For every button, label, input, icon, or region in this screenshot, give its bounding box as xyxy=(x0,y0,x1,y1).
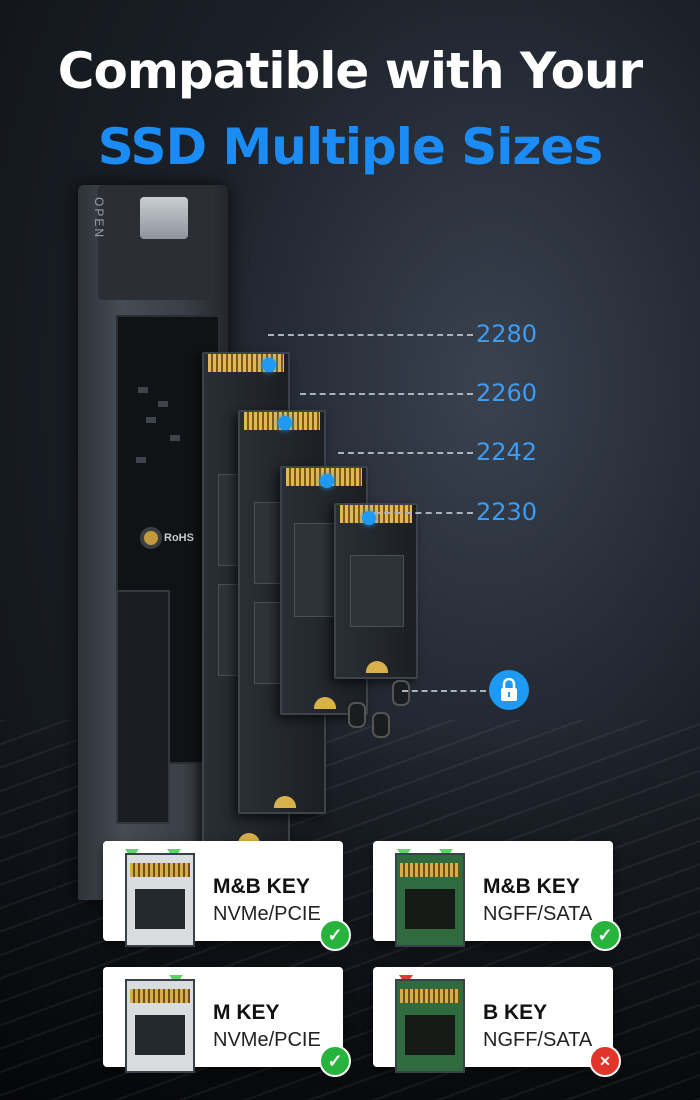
check-icon: ✓ xyxy=(319,919,351,951)
usb-c-port xyxy=(140,197,188,239)
card-m-key-nvme: M KEY NVMe/PCIE ✓ xyxy=(103,967,351,1077)
size-marker-2260 xyxy=(278,416,292,430)
interface-type: NVMe/PCIE xyxy=(213,1029,321,1051)
ssd-thumbnail xyxy=(125,979,195,1073)
interface-type: NGFF/SATA xyxy=(483,1029,593,1051)
spare-screw xyxy=(348,702,366,728)
ssd-thumbnail xyxy=(395,979,465,1073)
size-marker-2242 xyxy=(320,474,334,488)
leader-line-lock xyxy=(402,690,486,692)
headline-line1: Compatible with Your xyxy=(57,42,643,100)
size-label-2280: 2280 xyxy=(476,320,538,348)
card-b-key-sata: B KEY NGFF/SATA ✕ xyxy=(373,967,621,1077)
spare-screw xyxy=(372,712,390,738)
lock-icon xyxy=(489,670,529,710)
mount-hole xyxy=(140,527,162,549)
check-icon: ✓ xyxy=(319,1045,351,1077)
size-label-2260: 2260 xyxy=(476,379,538,407)
enclosure-slot xyxy=(116,590,170,824)
size-label-2230: 2230 xyxy=(476,498,538,526)
leader-line-2230 xyxy=(374,512,473,514)
ssd-2230 xyxy=(334,503,418,679)
key-type: M KEY xyxy=(213,1001,280,1024)
key-type: M&B KEY xyxy=(213,875,310,898)
ssd-thumbnail xyxy=(395,853,465,947)
size-label-2242: 2242 xyxy=(476,438,538,466)
card-mb-key-nvme: M&B KEY NVMe/PCIE ✓ xyxy=(103,841,351,951)
cross-icon: ✕ xyxy=(589,1045,621,1077)
key-type: M&B KEY xyxy=(483,875,580,898)
interface-type: NVMe/PCIE xyxy=(213,903,321,925)
size-marker-2280 xyxy=(262,358,276,372)
check-icon: ✓ xyxy=(589,919,621,951)
ssd-thumbnail xyxy=(125,853,195,947)
leader-line-2260 xyxy=(300,393,473,395)
open-label: OPEN xyxy=(92,197,106,240)
card-mb-key-sata: M&B KEY NGFF/SATA ✓ xyxy=(373,841,621,951)
interface-type: NGFF/SATA xyxy=(483,903,593,925)
enclosure-head: OPEN xyxy=(92,185,210,300)
lock-screw xyxy=(392,680,410,706)
key-type: B KEY xyxy=(483,1001,548,1024)
headline-line2: SSD Multiple Sizes xyxy=(97,118,603,176)
rohs-mark: RoHS xyxy=(164,532,194,544)
size-marker-2230 xyxy=(362,511,376,525)
leader-line-2280 xyxy=(268,334,473,336)
leader-line-2242 xyxy=(338,452,473,454)
